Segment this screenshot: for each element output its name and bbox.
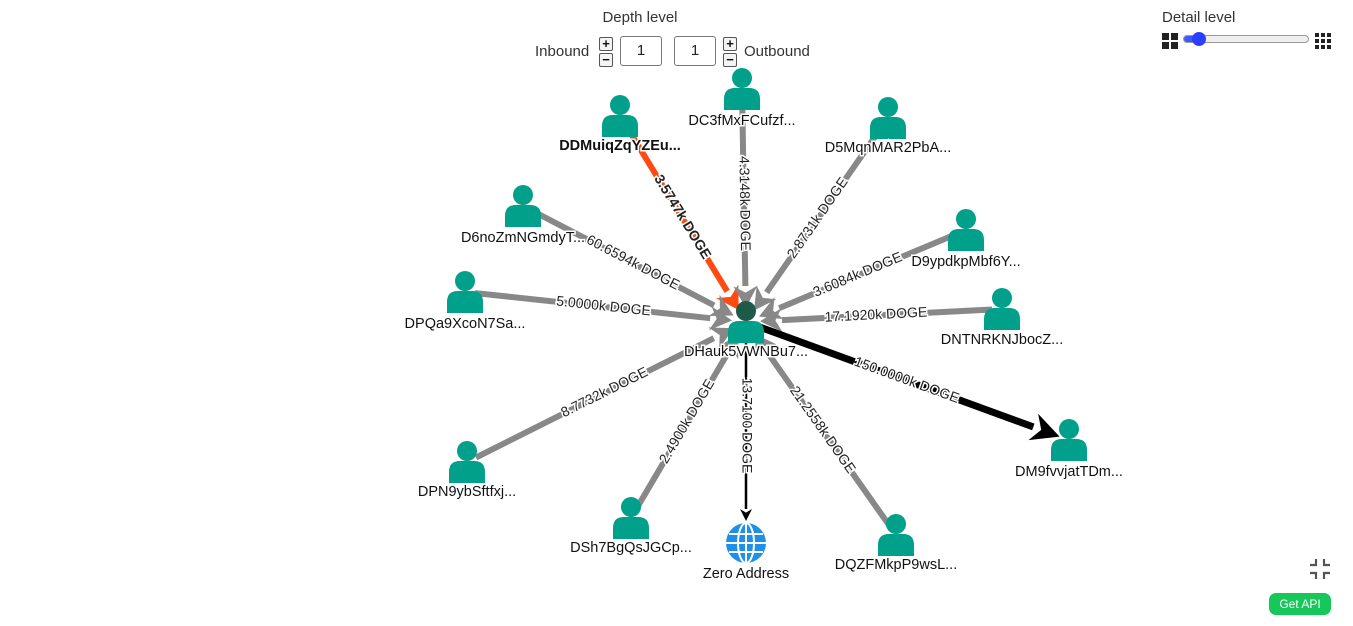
user-icon[interactable] (984, 288, 1020, 330)
user-icon[interactable] (505, 185, 541, 227)
user-icon[interactable] (447, 271, 483, 313)
detail-level-thumb[interactable] (1191, 32, 1206, 46)
edge-dnt-center[interactable]: 17.1920k DOGE (759, 302, 993, 333)
grid-coarse-icon[interactable] (1162, 33, 1178, 49)
node-label: Zero Address (703, 566, 789, 582)
edge-arrowhead (1028, 413, 1060, 441)
node-label: DQZFMkpP9wsL... (835, 557, 957, 573)
node-label: DNTNRKNJbocZ... (941, 332, 1063, 348)
edge-label: 60.6594k DOGE (584, 231, 683, 293)
node-label: DM9fvvjatTDm... (1015, 464, 1123, 480)
user-icon[interactable] (602, 95, 638, 137)
detail-level-fill (1184, 36, 1199, 42)
user-icon[interactable] (878, 514, 914, 556)
inbound-depth-input[interactable]: 1 (620, 36, 662, 66)
user-icon[interactable] (948, 209, 984, 251)
node-label: DDMuiqZqYZEu... (559, 138, 681, 154)
edge-label: 17.1920k DOGE (824, 304, 927, 325)
edge-label: 2.4900k DOGE (655, 376, 717, 466)
node-label: D9ypdkpMbf6Y... (911, 254, 1020, 270)
inbound-increase-button[interactable]: + (599, 37, 613, 51)
node-label: DPN9ybSftfxj... (418, 484, 516, 500)
user-icon[interactable] (1051, 419, 1087, 461)
user-icon[interactable] (449, 441, 485, 483)
edge-center-zero[interactable]: 13.7100 DOGE (738, 330, 757, 521)
edge-line[interactable] (622, 122, 730, 293)
node-label: D6noZmNGmdyT... (461, 230, 585, 246)
node-label: DPQa9XcoN7Sa... (405, 316, 526, 332)
edge-arrowhead (740, 509, 752, 521)
edge-line[interactable] (633, 351, 731, 511)
edge-arrowhead (716, 284, 739, 311)
edge-label: 150.0000k DOGE (852, 353, 961, 406)
edge-label: 21.2558k DOGE (787, 383, 859, 476)
edge-line[interactable] (474, 290, 711, 322)
outbound-depth-input[interactable]: 1 (674, 36, 716, 66)
edge-line[interactable] (764, 124, 885, 295)
edge-label: 4.3148k DOGE (736, 156, 754, 251)
edge-label: 2.8731k DOGE (783, 174, 850, 261)
edge-arrowhead (708, 327, 734, 349)
node-layer: DHauk5VWNBu7... DDMuiqZqYZEu... DC3fMxFCuf… (403, 68, 1124, 584)
edge-arrowhead (733, 285, 758, 309)
inbound-decrease-button[interactable]: − (599, 53, 613, 67)
user-icon[interactable] (870, 97, 906, 139)
globe-icon[interactable] (726, 522, 766, 564)
user-icon[interactable] (613, 497, 649, 539)
outbound-label: Outbound (744, 43, 810, 60)
edge-label: 5.0000k DOGE (556, 293, 652, 319)
edge-line[interactable] (781, 306, 993, 324)
exit-fullscreen-icon[interactable] (1308, 557, 1332, 581)
edge-label: 13.7100 DOGE (739, 378, 755, 474)
edge-line[interactable] (530, 207, 716, 309)
edge-line[interactable] (752, 321, 1035, 431)
detail-level-title: Detail level (1162, 9, 1236, 26)
edge-label: 3.6084k DOGE (810, 248, 904, 299)
edge-label: 3.5747k DOGE (651, 172, 715, 262)
edge-arrowhead (758, 297, 784, 320)
node-label: DC3fMxFCufzf... (688, 113, 795, 129)
edge-line[interactable] (739, 98, 749, 287)
depth-level-title: Depth level (602, 9, 678, 26)
user-icon[interactable] (724, 68, 760, 110)
edge-dsh-center[interactable]: 2.4900k DOGE (633, 334, 739, 511)
edge-line[interactable] (764, 349, 893, 529)
center-user-icon[interactable] (728, 301, 764, 343)
edge-arrowhead (759, 308, 783, 333)
edge-arrowhead (708, 306, 733, 331)
detail-level-slider[interactable] (1183, 32, 1309, 46)
edge-line[interactable] (778, 231, 958, 311)
edge-arrowhead (753, 285, 777, 311)
inbound-label: Inbound (535, 43, 590, 60)
edge-dc3-center[interactable]: 4.3148k DOGE (733, 98, 758, 309)
edge-arrowhead (708, 294, 734, 317)
grid-fine-icon[interactable] (1315, 33, 1331, 49)
get-api-button[interactable]: Get API (1269, 593, 1331, 615)
edge-layer: 3.5747k DOGE 4.3148k DOGE 2.8731k DOGE 60.6… (474, 98, 1060, 529)
node-label: D5MqnMAR2PbA... (825, 140, 952, 156)
node-label: DHauk5VWNBu7... (684, 344, 808, 360)
edge-label: 8.7732k DOGE (558, 363, 650, 420)
node-label: DSh7BgQsJGCp... (570, 540, 692, 556)
outbound-increase-button[interactable]: + (723, 37, 737, 51)
outbound-decrease-button[interactable]: − (723, 53, 737, 67)
edge-line[interactable] (474, 335, 716, 461)
